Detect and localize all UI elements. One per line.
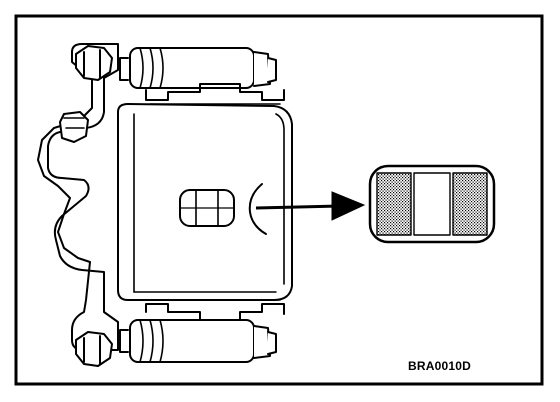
pad-thickness-detail <box>368 164 496 244</box>
upper-pad-carrier <box>145 83 285 101</box>
indicator-arrow <box>255 191 366 221</box>
pad-lining-left <box>376 172 412 236</box>
pad-lining-right <box>452 172 488 236</box>
housing-notch <box>248 183 267 235</box>
lower-bolt <box>75 331 113 367</box>
lower-guide-pin-boot <box>119 319 277 363</box>
lower-pad-carrier <box>145 303 285 321</box>
caliper-support-bracket <box>37 43 119 351</box>
pad-backing-center <box>413 172 451 236</box>
bleeder-bolt <box>59 111 89 143</box>
inspection-hole <box>179 189 235 227</box>
upper-bolt <box>75 45 113 81</box>
figure-code: BRA0010D <box>408 359 471 373</box>
caliper-assembly <box>37 43 293 367</box>
upper-guide-pin-boot <box>119 47 277 89</box>
